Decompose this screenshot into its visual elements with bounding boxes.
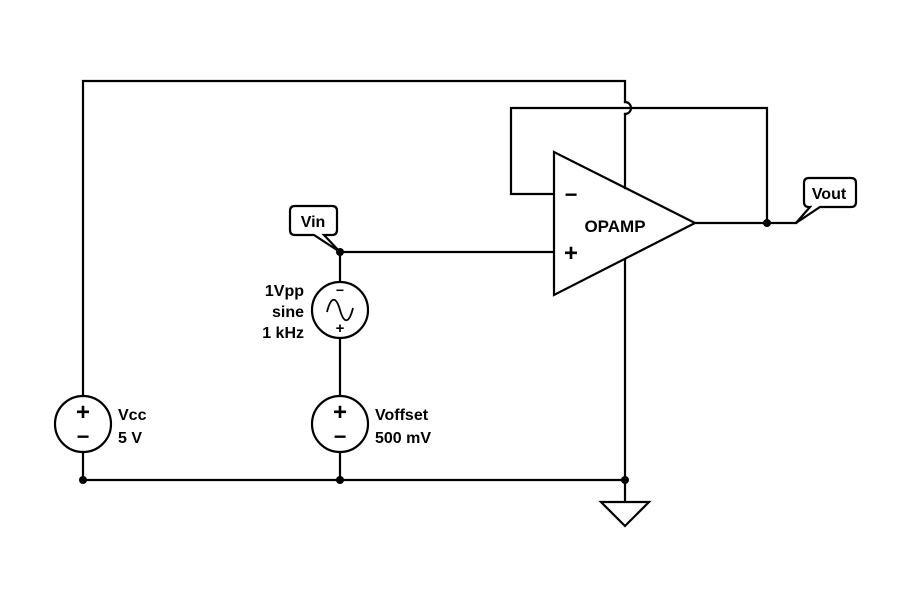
sine-label-type: sine (272, 304, 304, 321)
voffset-minus-sign: − (334, 424, 347, 449)
vcc-value: 5 V (118, 430, 142, 447)
sine-minus-sign: − (336, 282, 344, 298)
voffset-source[interactable]: + − Voffset 500 mV (310, 394, 431, 454)
opamp-plus-sign: + (564, 240, 578, 267)
vout-tag-shape (795, 176, 858, 224)
vcc-name: Vcc (118, 407, 147, 424)
wire-vcc-left (81, 79, 627, 400)
wire-feedback (509, 106, 769, 225)
vout-tag-label: Vout (812, 186, 847, 203)
ground-triangle (598, 500, 652, 528)
wires (81, 79, 798, 504)
junction-ground-left (79, 476, 87, 484)
opamp-minus-sign: − (565, 182, 578, 207)
vcc-plus-sign: + (76, 399, 90, 426)
wire-ground-rail (81, 450, 627, 482)
vcc-source[interactable]: + − Vcc 5 V (53, 394, 147, 454)
vout-net-tag[interactable]: Vout (795, 176, 858, 224)
voffset-name: Voffset (375, 407, 429, 424)
sine-label-amplitude: 1Vpp (265, 283, 304, 300)
junction-ground-right (621, 476, 629, 484)
opamp-label: OPAMP (584, 217, 645, 236)
sine-plus-sign: + (336, 320, 345, 337)
junctions (79, 219, 771, 484)
ground-icon (598, 500, 652, 528)
sine-wave-icon (326, 298, 354, 322)
voffset-plus-sign: + (333, 399, 347, 426)
vcc-source-circle (53, 394, 113, 454)
voffset-source-circle (310, 394, 370, 454)
voffset-value: 500 mV (375, 430, 431, 447)
sine-source[interactable]: − + 1Vpp sine 1 kHz (262, 280, 370, 342)
vcc-minus-sign: − (77, 424, 90, 449)
vin-tag-label: Vin (301, 214, 326, 231)
vin-net-tag[interactable]: Vin (288, 204, 341, 253)
sine-label-frequency: 1 kHz (262, 325, 304, 342)
junction-vout (763, 219, 771, 227)
vin-tag-shape (288, 204, 341, 253)
opamp[interactable]: OPAMP − + (552, 150, 698, 297)
junction-ground-mid (336, 476, 344, 484)
